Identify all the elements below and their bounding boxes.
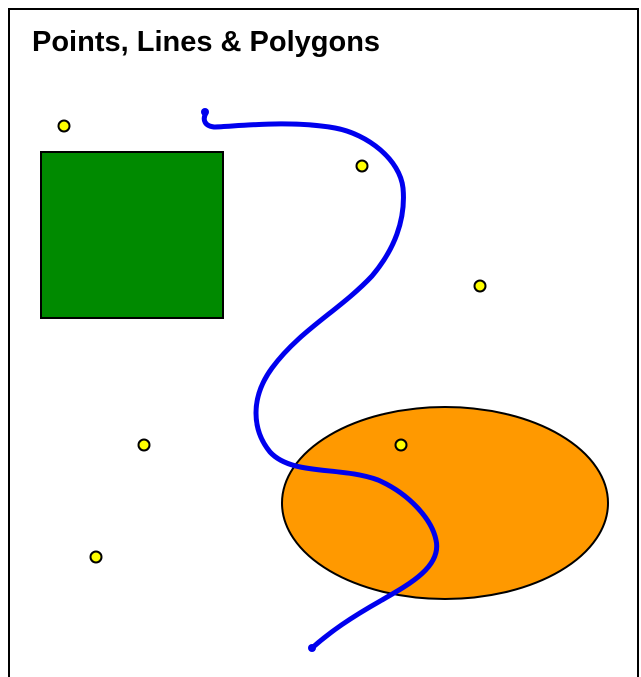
point-marker: [394, 438, 408, 452]
orange-ellipse-polygon: [281, 406, 609, 600]
points-group: [57, 119, 487, 564]
point-marker: [473, 279, 487, 293]
page-title: Points, Lines & Polygons: [32, 26, 381, 58]
point-marker: [137, 438, 151, 452]
line-start-vertex: [201, 108, 209, 116]
point-marker: [89, 550, 103, 564]
green-rectangle-polygon: [40, 151, 224, 319]
blue-curved-line: [201, 110, 440, 651]
point-marker: [57, 119, 71, 133]
line-end-vertex: [308, 644, 316, 652]
point-marker: [355, 159, 369, 173]
